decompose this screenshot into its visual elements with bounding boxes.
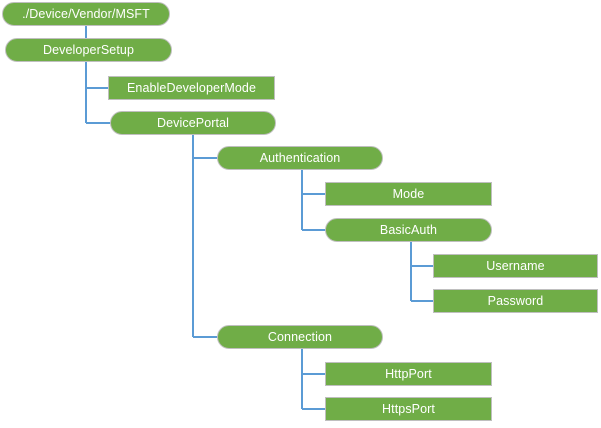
tree-node-httpsport[interactable]: HttpsPort	[325, 397, 492, 421]
edge-connection-httpport	[301, 349, 325, 375]
tree-node-label: Authentication	[259, 150, 341, 165]
edge-authentication-mode	[301, 170, 325, 195]
tree-node-label: DevicePortal	[156, 115, 230, 130]
tree-node-label: HttpPort	[385, 366, 432, 381]
tree-node-label: Mode	[392, 186, 425, 201]
tree-node-mode[interactable]: Mode	[325, 182, 492, 206]
tree-node-basicauth[interactable]: BasicAuth	[325, 218, 492, 242]
tree-node-label: DeveloperSetup	[42, 42, 135, 57]
tree-node-label: HttpsPort	[382, 401, 435, 416]
tree-node-label: BasicAuth	[379, 222, 438, 237]
edge-developersetup-enabledevelopermode	[85, 62, 108, 89]
tree-node-label: Connection	[267, 329, 333, 344]
edge-connection-httpsport	[301, 349, 325, 410]
tree-node-developersetup[interactable]: DeveloperSetup	[5, 38, 172, 62]
tree-node-connection[interactable]: Connection	[217, 325, 383, 349]
tree-node-enabledevelopermode[interactable]: EnableDeveloperMode	[108, 76, 275, 100]
tree-node-label: Password	[487, 293, 544, 308]
tree-node-label: ./Device/Vendor/MSFT	[22, 6, 150, 21]
tree-node-password[interactable]: Password	[433, 289, 598, 313]
tree-node-authentication[interactable]: Authentication	[217, 146, 383, 170]
edge-basicauth-username	[410, 242, 433, 267]
tree-node-httpport[interactable]: HttpPort	[325, 362, 492, 386]
tree-node-label: Username	[486, 258, 545, 273]
tree-node-deviceportal[interactable]: DevicePortal	[110, 111, 276, 135]
edge-basicauth-password	[410, 242, 433, 302]
tree-node-root[interactable]: ./Device/Vendor/MSFT	[2, 2, 170, 26]
tree-node-label: EnableDeveloperMode	[126, 80, 257, 95]
tree-node-username[interactable]: Username	[433, 254, 598, 278]
